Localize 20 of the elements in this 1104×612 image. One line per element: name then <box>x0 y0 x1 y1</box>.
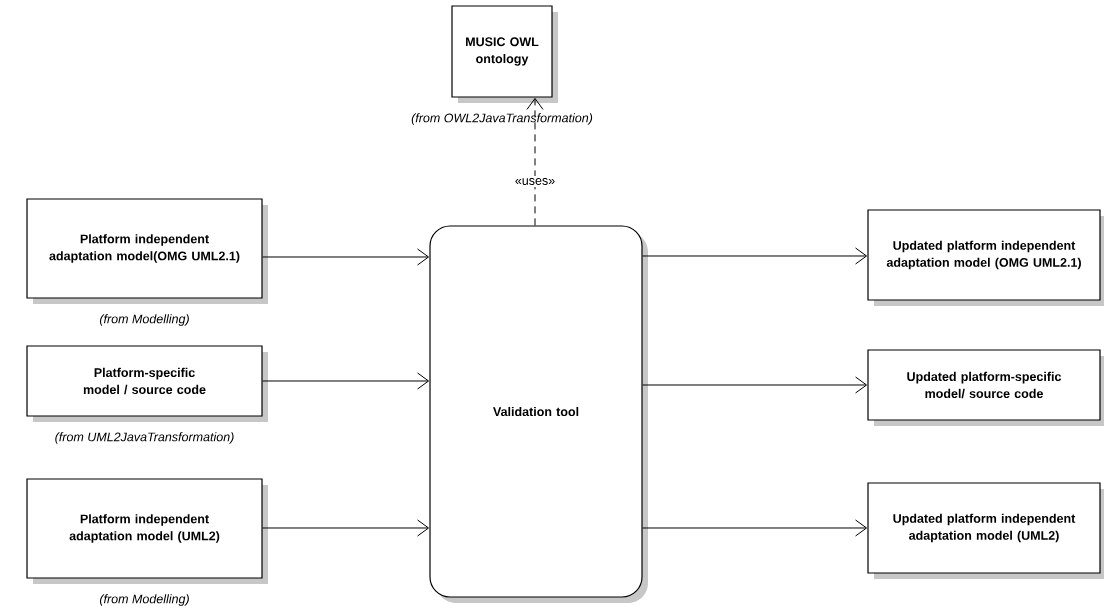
package-label: (from OWL2JavaTransformation) <box>411 113 593 125</box>
arrow <box>642 519 868 537</box>
class-box: Platform independent adaptation model(OMG UML2.1) <box>26 198 268 304</box>
class-box: Updated platform-specific model/ source code <box>867 349 1104 426</box>
package-label: (from Modelling) <box>99 594 189 606</box>
arrow <box>642 247 868 265</box>
package-label: (from Modelling) <box>99 314 189 326</box>
arrow <box>262 372 430 390</box>
arrow <box>262 248 430 266</box>
edge-label: «uses» <box>512 176 558 187</box>
class-box: MUSIC OWL ontology <box>451 5 558 103</box>
component-box: Validation tool <box>429 225 648 603</box>
arrow <box>642 376 868 394</box>
class-box: Updated platform independent adaptation model (UML2) <box>867 482 1104 579</box>
arrow <box>262 519 430 537</box>
package-label: (from UML2JavaTransformation) <box>55 432 234 444</box>
class-box: Platform independent adaptation model (UML2) <box>26 478 268 584</box>
class-box: Platform-specific model / source code <box>26 345 268 422</box>
arrow <box>526 97 544 226</box>
class-box: Updated platform independent adaptation model (OMG UML2.1) <box>867 209 1104 306</box>
